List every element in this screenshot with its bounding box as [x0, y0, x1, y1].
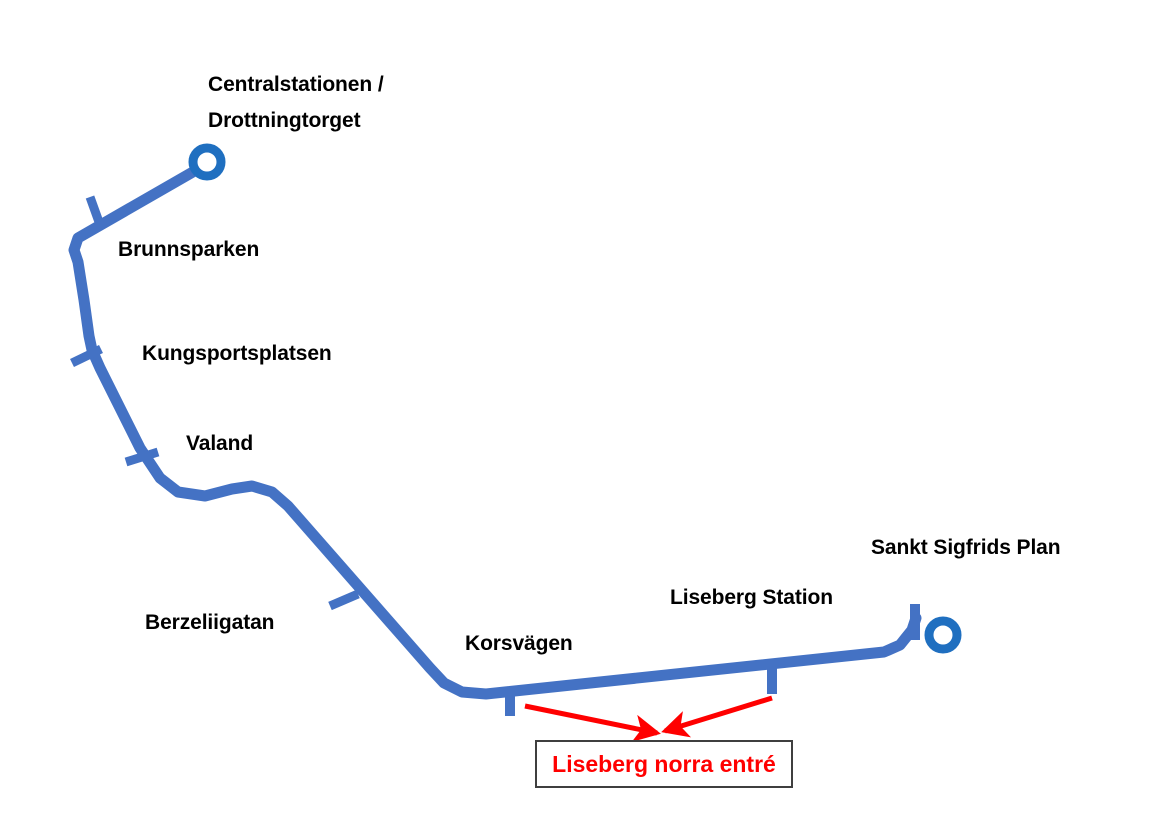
station-tick-group [70, 195, 920, 716]
terminus-sankt-sigfrids [924, 616, 962, 654]
station-label-brunnsparken: Brunnsparken [118, 238, 260, 261]
station-label-centralstationen: Centralstationen / [208, 73, 384, 96]
callout-arrow-group [524, 695, 773, 742]
station-label-liseberg-station: Liseberg Station [670, 586, 833, 609]
tick-berzeliigatan [328, 589, 360, 611]
terminus-group [188, 143, 962, 654]
tick-kungsportsplatsen [70, 344, 103, 368]
liseberg-entrance-callout-box: Liseberg norra entré [535, 740, 793, 788]
arrow-from-korsvagen [524, 703, 661, 742]
station-label-valand: Valand [186, 432, 254, 455]
tick-valand [124, 447, 160, 467]
callout-label: Liseberg norra entré [552, 750, 776, 777]
station-label-drottningtorget: Drottningtorget [208, 109, 361, 132]
station-label-berzeliigatan: Berzeliigatan [145, 611, 275, 634]
terminus-centralstationen [188, 143, 226, 181]
route-line [68, 159, 922, 700]
station-label-kungsportsplatsen: Kungsportsplatsen [142, 342, 332, 365]
station-label-sankt-sigfrids-plan: Sankt Sigfrids Plan [871, 536, 1061, 559]
arrow-from-liseberg [661, 695, 773, 738]
station-label-korsvagen: Korsvägen [465, 632, 573, 655]
tick-brunnsparken [85, 195, 104, 224]
